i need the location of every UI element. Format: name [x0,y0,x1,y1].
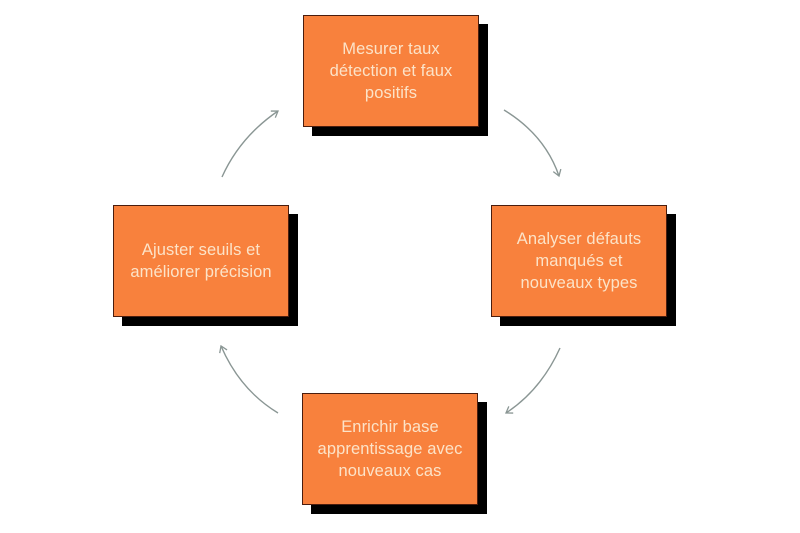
arrow-left-to-top [221,110,279,178]
node-label: Enrichir base apprentissage avec nouveau… [317,418,463,480]
cycle-node-enrich: Enrichir base apprentissage avec nouveau… [302,393,478,505]
node-label: Mesurer taux détection et faux positifs [329,40,453,102]
arrow-right-to-bottom [505,347,561,414]
node-label: Ajuster seuils et améliorer précision [130,241,272,281]
arrow-top-to-right [503,109,562,178]
cycle-node-measure: Mesurer taux détection et faux positifs [303,15,479,127]
cycle-node-adjust: Ajuster seuils et améliorer précision [113,205,289,317]
cycle-node-analyze: Analyser défauts manqués et nouveaux typ… [491,205,667,317]
node-label: Analyser défauts manqués et nouveaux typ… [516,230,642,292]
arrow-bottom-to-left [219,344,279,414]
